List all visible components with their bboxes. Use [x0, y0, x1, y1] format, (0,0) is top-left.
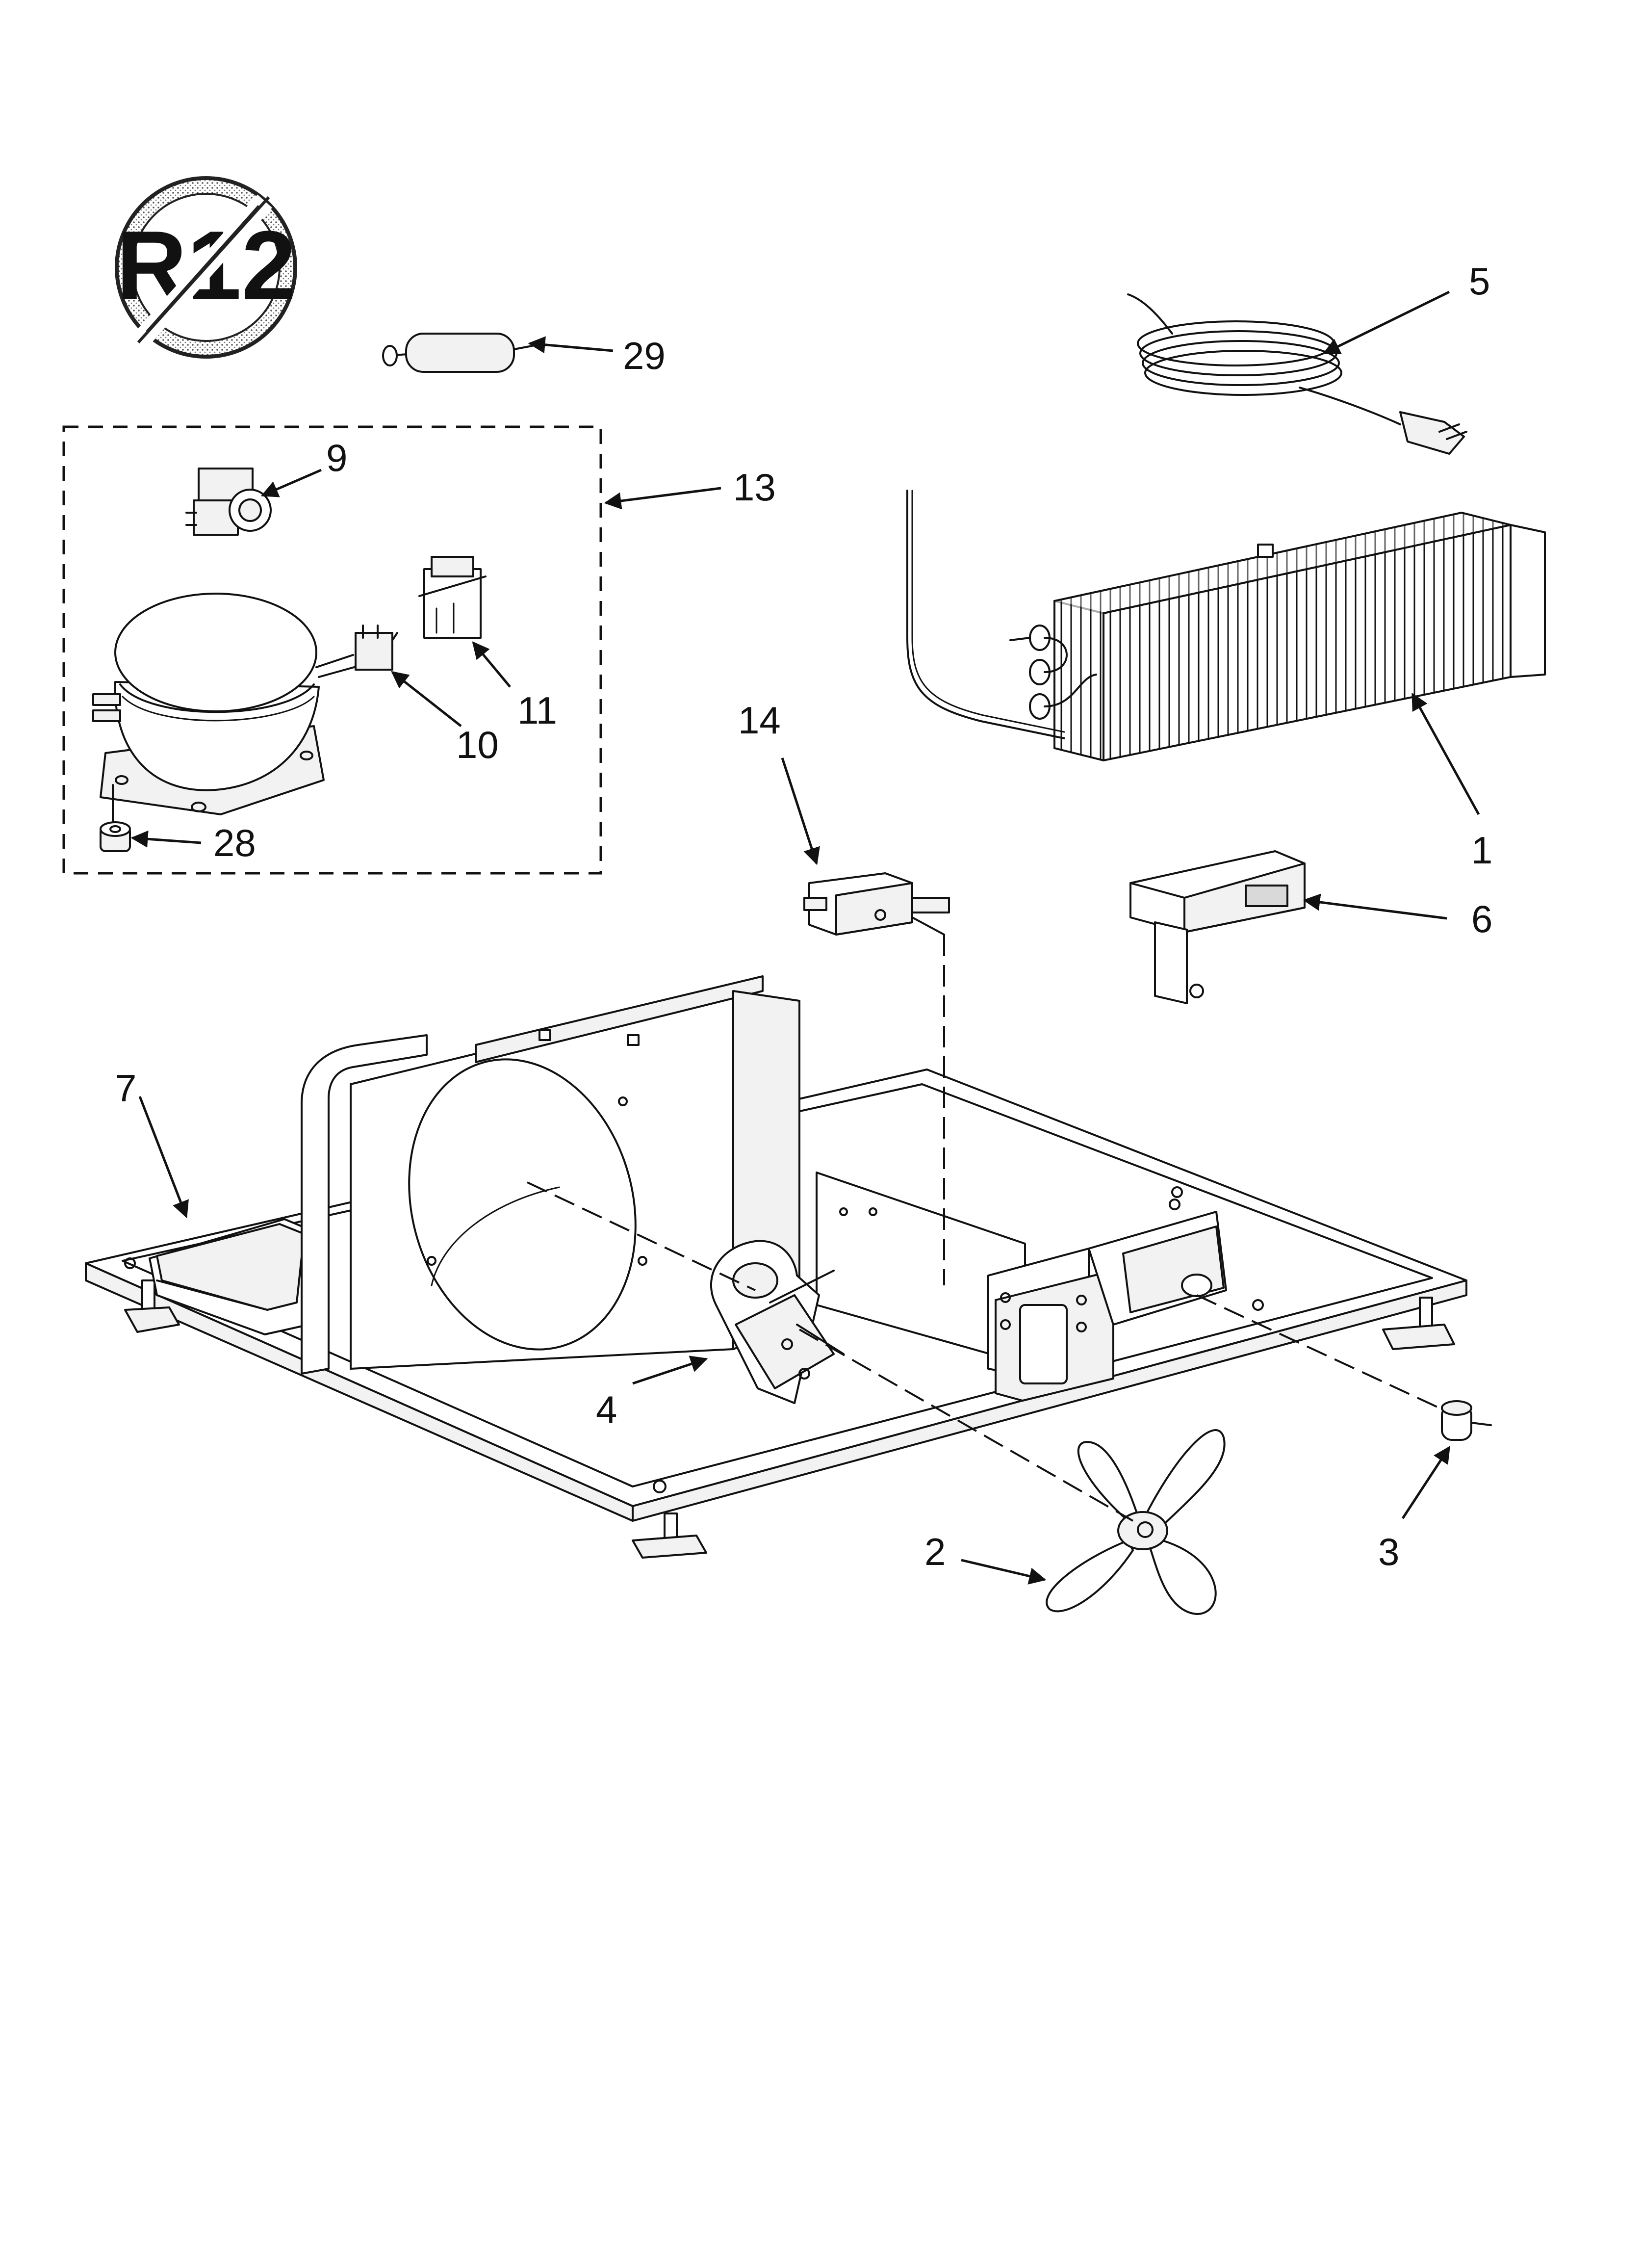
callout-11: 11: [517, 689, 557, 732]
fan-shroud: [301, 975, 800, 1375]
callout-28: 28: [213, 821, 256, 864]
no-r12-refrigerant-icon: R12: [115, 176, 297, 359]
part-3-bushing: [1441, 1400, 1492, 1441]
compressor: [92, 593, 355, 815]
part-11-overload: [418, 556, 487, 639]
callout-labels: 29 9 13 11 10 28 5 1 14 6 7 4 2 3: [115, 260, 1492, 1573]
compressor-kit-box: [62, 425, 602, 875]
part-14-switch: [803, 872, 950, 936]
part-6-control-box: [1129, 850, 1306, 1004]
callout-2: 2: [924, 1530, 946, 1573]
callout-7: 7: [115, 1067, 136, 1110]
part-2-fan-blade: [1046, 1429, 1226, 1615]
part-10-clip: [355, 625, 398, 671]
alignment-lines: [527, 935, 1440, 1522]
callout-5: 5: [1469, 260, 1490, 303]
callout-10: 10: [456, 723, 499, 766]
callout-1: 1: [1471, 829, 1492, 872]
callout-13: 13: [733, 466, 776, 509]
callout-3: 3: [1378, 1530, 1399, 1573]
callout-9: 9: [326, 436, 347, 479]
callout-29: 29: [623, 334, 666, 377]
part-9-relay: [185, 468, 272, 536]
motor-bracket: [816, 1172, 1227, 1402]
part-28-grommet: [100, 784, 131, 852]
callout-arrows: [130, 290, 1480, 1585]
callout-4: 4: [596, 1388, 617, 1431]
part-7-drain-tray: [149, 1218, 315, 1335]
part-29-drier: [382, 333, 533, 373]
callout-6: 6: [1471, 897, 1492, 940]
part-5-power-cord: [1127, 293, 1467, 455]
callout-14: 14: [738, 699, 781, 742]
part-1-condenser: [906, 490, 1546, 762]
